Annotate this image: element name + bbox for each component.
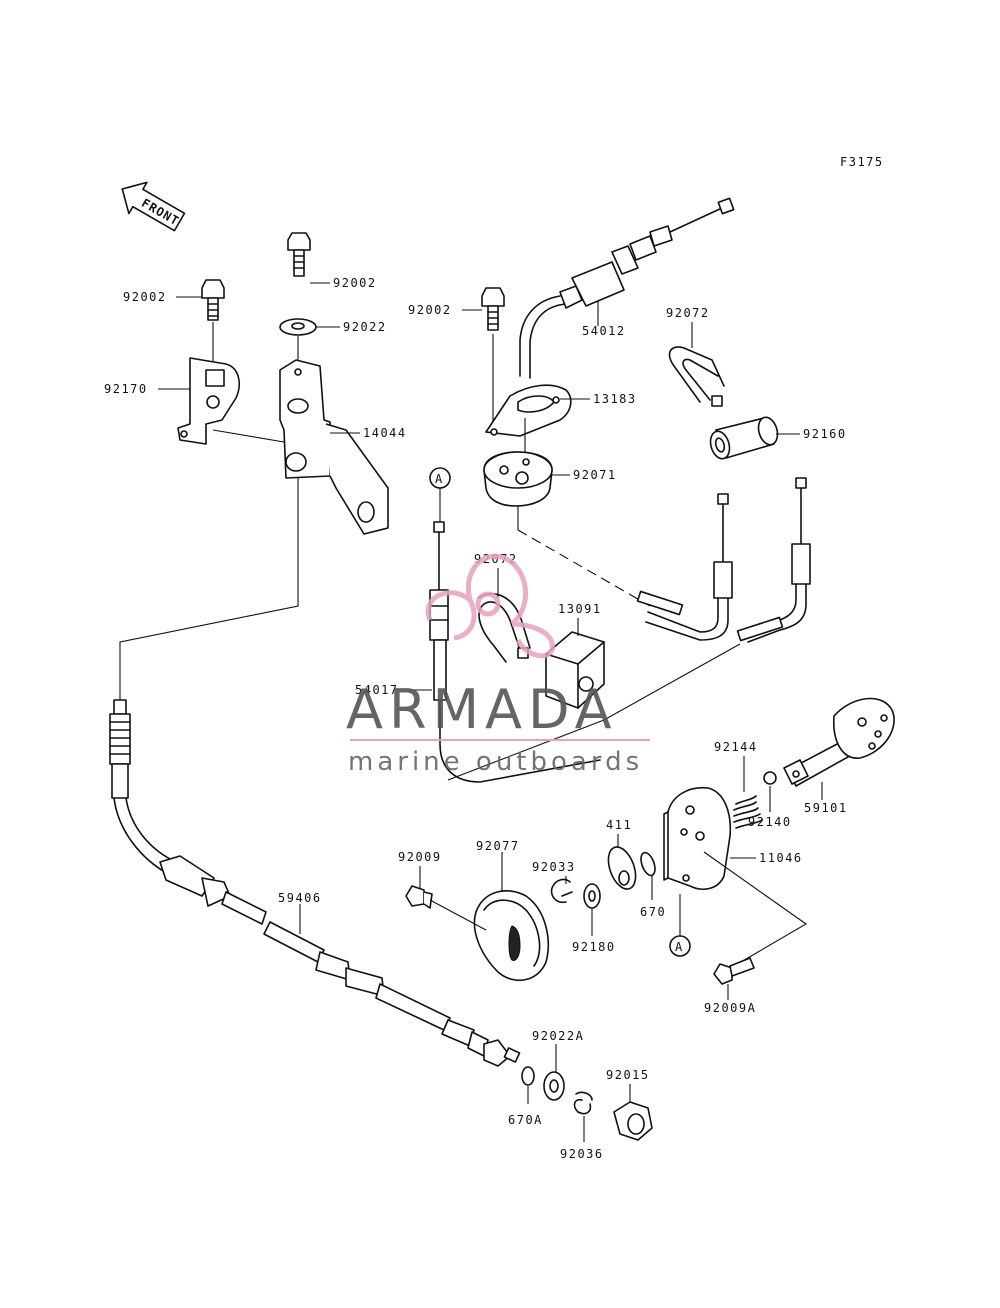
bolt-92002-middle	[287, 232, 311, 277]
label-411: 411	[606, 818, 632, 832]
label-11046: 11046	[759, 851, 803, 865]
label-13091: 13091	[558, 602, 602, 616]
oring-670	[640, 851, 656, 877]
label-14044: 14044	[363, 426, 407, 440]
clamp-92072-upper	[668, 346, 725, 407]
washer-92022A	[543, 1071, 565, 1101]
label-59101: 59101	[804, 801, 848, 815]
label-92002-middle: 92002	[333, 276, 377, 290]
label-92140: 92140	[748, 815, 792, 829]
label-59406: 59406	[278, 891, 322, 905]
label-92002-right: 92002	[408, 303, 452, 317]
label-92072-middle: 92072	[474, 552, 518, 566]
screw-92009	[405, 885, 487, 931]
cable-end-right-a	[636, 493, 733, 641]
label-92071: 92071	[573, 468, 617, 482]
label-670: 670	[640, 905, 666, 919]
front-arrow-icon: FRONT	[121, 181, 186, 232]
svg-text:A: A	[675, 940, 683, 954]
label-92180: 92180	[572, 940, 616, 954]
bracket-92170	[177, 357, 240, 445]
label-92033: 92033	[532, 860, 576, 874]
shaft-59101	[783, 697, 895, 787]
label-54012: 54012	[582, 324, 626, 338]
knob-92077	[473, 890, 549, 981]
bolt-92002-right	[481, 287, 505, 331]
label-92015: 92015	[606, 1068, 650, 1082]
watermark-logo-icon	[425, 553, 555, 659]
nut-92015	[613, 1101, 653, 1141]
lockwasher-92036	[573, 1091, 593, 1115]
housing-11046	[663, 787, 732, 890]
screw-92009A	[713, 957, 755, 985]
washer-92180	[583, 883, 601, 909]
circlip-92033	[550, 878, 573, 904]
label-92072-upper: 92072	[666, 306, 710, 320]
label-92009: 92009	[398, 850, 442, 864]
watermark-tagline: marine outboards	[348, 747, 643, 777]
label-92170: 92170	[104, 382, 148, 396]
label-92144: 92144	[714, 740, 758, 754]
bracket-14044	[279, 359, 389, 535]
label-92002-left: 92002	[123, 290, 167, 304]
cable-54012	[519, 197, 735, 379]
label-13183: 13183	[593, 392, 637, 406]
cable-59406	[109, 699, 521, 1067]
label-670A: 670A	[508, 1113, 543, 1127]
plate-13183	[485, 384, 572, 437]
label-92009A: 92009A	[704, 1001, 756, 1015]
bushing-92160	[709, 416, 779, 460]
grommet-92071	[483, 451, 553, 507]
oring-670A	[521, 1066, 535, 1086]
callout-a-upper: A	[429, 467, 451, 489]
cable-end-right-b	[736, 477, 811, 643]
svg-text:A: A	[435, 472, 443, 486]
ball-92140	[763, 771, 777, 785]
cable-54017	[429, 521, 601, 783]
label-92160: 92160	[803, 427, 847, 441]
figure-code: F3175	[840, 155, 884, 169]
label-92077: 92077	[476, 839, 520, 853]
label-92022: 92022	[343, 320, 387, 334]
washer-411	[607, 846, 637, 890]
label-92036: 92036	[560, 1147, 604, 1161]
watermark-brand: ARMADA	[346, 678, 618, 741]
spring-92144	[733, 795, 763, 829]
label-54017: 54017	[355, 683, 399, 697]
bolt-92002-left	[201, 279, 225, 321]
label-92022A: 92022A	[532, 1029, 584, 1043]
block-13091	[545, 631, 605, 709]
callout-a-lower: A	[669, 935, 691, 957]
washer-92022	[279, 318, 317, 336]
